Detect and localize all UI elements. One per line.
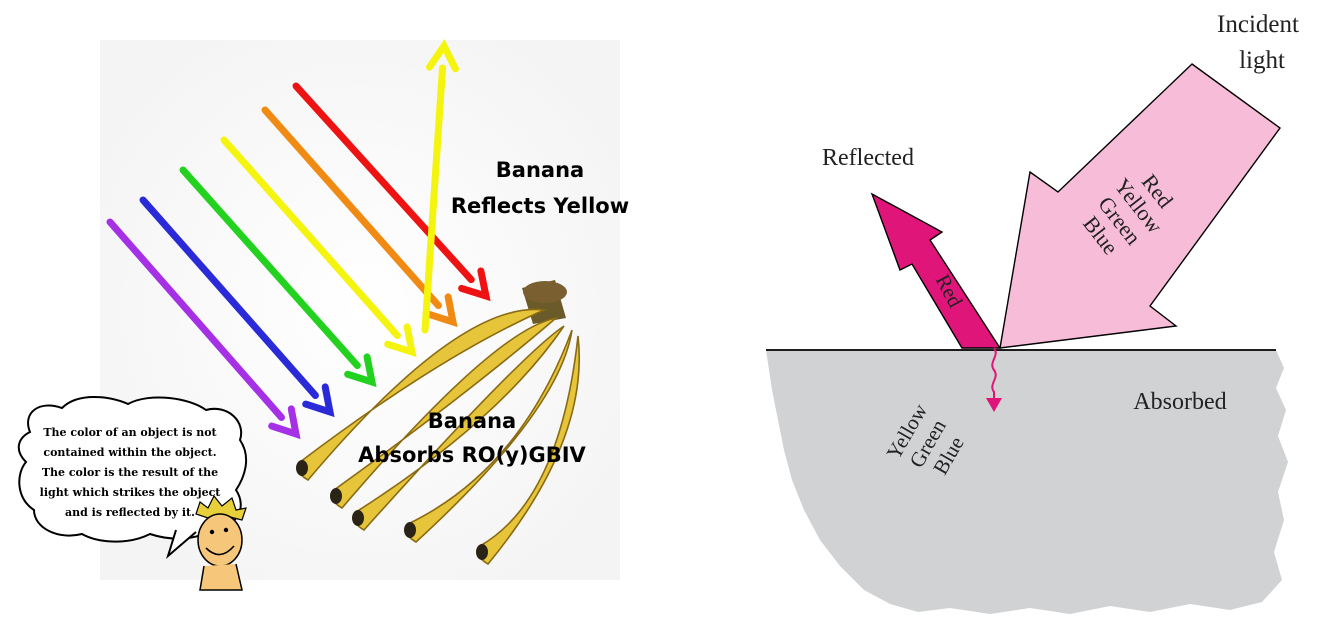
banana-4	[405, 329, 573, 543]
banana-1	[297, 308, 547, 482]
absorb-title-line-1: Banana	[428, 409, 516, 433]
reflect-title-line-2: Reflects Yellow	[451, 194, 629, 218]
ray-orange-head	[425, 293, 458, 328]
banana-2	[331, 316, 559, 510]
banana-5	[477, 335, 581, 566]
banana-bunch	[296, 280, 581, 566]
right-panel: Incident light Reflected Absorbed Red Ye…	[766, 11, 1299, 614]
ray-yellow-head	[384, 323, 417, 358]
speech-bubble-tail	[166, 529, 197, 560]
reflected-label: Reflected	[822, 145, 914, 171]
character-smile	[205, 545, 235, 556]
ray-yellow	[220, 136, 417, 358]
ray-green-head	[344, 353, 377, 388]
reflected-yellow-arrow-shaft	[421, 64, 447, 334]
banana-tip-1	[296, 460, 308, 476]
absorbed-wave	[991, 347, 997, 402]
absorbing-surface	[766, 350, 1288, 614]
ray-red	[292, 82, 491, 302]
reflected-yellow-arrow-head	[426, 39, 460, 73]
character-face	[197, 513, 243, 567]
banana-tip-3	[352, 510, 364, 526]
ray-green	[179, 166, 377, 388]
ray-violet-shaft	[106, 218, 285, 421]
banana-tip-5	[476, 544, 488, 560]
absorbed-wave-arrowhead	[986, 398, 1002, 412]
incident-label-line-2: light	[1239, 47, 1285, 74]
ray-blue-head	[302, 383, 335, 418]
absorb-title-line-2: Absorbs RO(y)GBIV	[358, 443, 586, 467]
ray-red-head	[458, 267, 491, 302]
incident-rays	[106, 82, 491, 440]
absorbs-label: Banana Absorbs RO(y)GBIV	[358, 409, 586, 467]
left-panel: Banana Reflects Yellow Banana Absorbs RO…	[17, 39, 629, 591]
banana-stem-top	[523, 281, 567, 303]
ray-green-shaft	[179, 166, 361, 370]
character-body	[199, 563, 243, 591]
banana-3	[353, 325, 565, 532]
reflected-light-arrow	[870, 192, 1002, 349]
reflect-title-line-1: Banana	[496, 158, 584, 182]
banana-tip-2	[330, 488, 342, 504]
ray-yellow-shaft	[220, 136, 401, 340]
ray-violet-head	[268, 405, 301, 440]
speech-line-5: and is reflected by it.	[65, 506, 195, 519]
ray-violet	[106, 218, 301, 440]
reflected-yellow-arrow	[421, 39, 460, 334]
ray-red-shaft	[292, 82, 475, 284]
incident-label-line-1: Incident	[1217, 11, 1299, 38]
reflected-yellow-ray	[421, 39, 460, 334]
character-eye-left	[209, 529, 215, 535]
absorbed-label: Absorbed	[1133, 389, 1226, 415]
speech-line-4: light which strikes the object	[40, 486, 222, 499]
speech-line-2: contained within the object.	[43, 446, 216, 459]
ray-orange-shaft	[261, 106, 442, 310]
incident-light-arrow	[999, 63, 1281, 349]
speech-line-1: The color of an object is not	[43, 426, 217, 439]
speech-bubble: The color of an object is not contained …	[17, 396, 248, 560]
ray-orange	[261, 106, 458, 328]
banana-tip-4	[404, 522, 416, 538]
speech-line-3: The color is the result of the	[42, 466, 218, 479]
bananas	[296, 308, 581, 566]
cartoon-character	[195, 494, 247, 591]
ray-blue	[139, 196, 335, 418]
reflects-yellow-label: Banana Reflects Yellow	[451, 158, 629, 218]
ray-blue-shaft	[139, 196, 319, 400]
character-eye-right	[223, 527, 229, 533]
